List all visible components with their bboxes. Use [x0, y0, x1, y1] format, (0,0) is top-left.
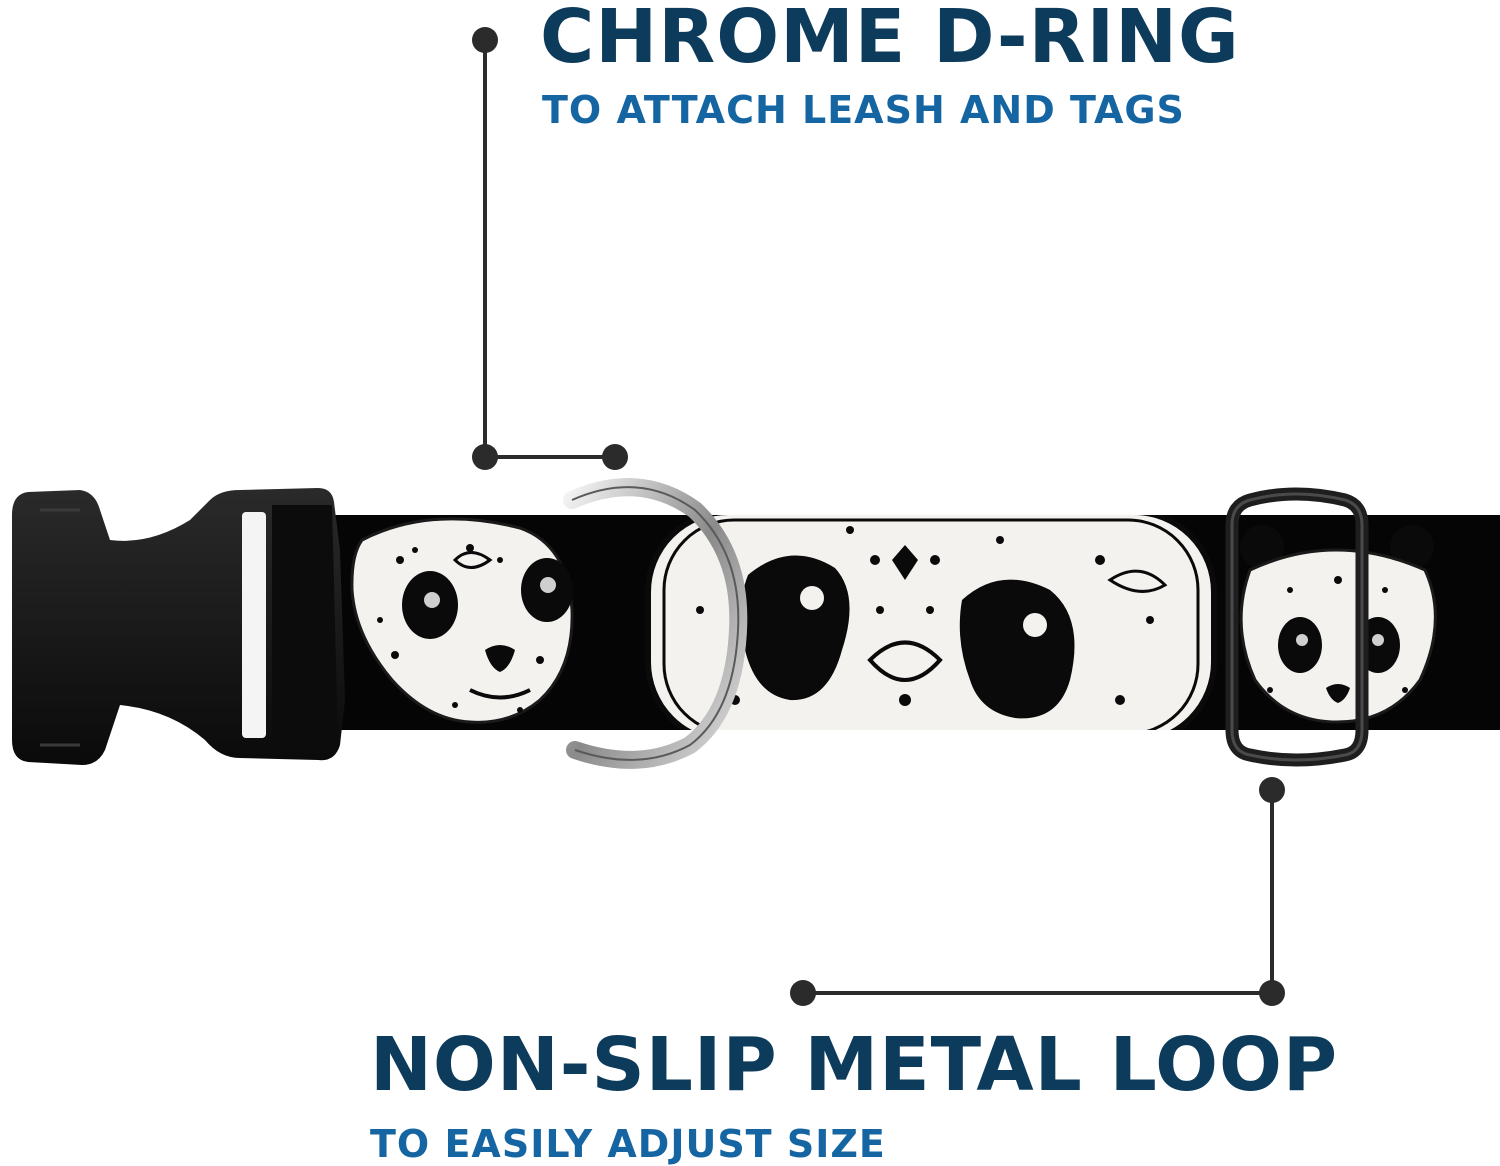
d-ring-callout-subtitle: TO ATTACH LEASH AND TAGS — [542, 88, 1185, 132]
d-ring-leader-line — [472, 27, 628, 470]
loop-callout-subtitle: TO EASILY ADJUST SIZE — [370, 1122, 886, 1166]
d-ring-icon — [563, 478, 748, 769]
panda-face-print-left — [350, 517, 574, 724]
adjust-slider-icon — [1225, 487, 1369, 767]
collar-strap — [250, 515, 1500, 730]
loop-leader-line — [790, 777, 1285, 1006]
d-ring-callout-title: CHROME D-RING — [540, 0, 1240, 80]
sugar-skull-print-center — [645, 515, 1217, 730]
loop-callout-title: NON-SLIP METAL LOOP — [370, 1022, 1339, 1108]
panda-face-print-right — [1239, 525, 1437, 724]
side-release-buckle-icon — [12, 488, 345, 765]
